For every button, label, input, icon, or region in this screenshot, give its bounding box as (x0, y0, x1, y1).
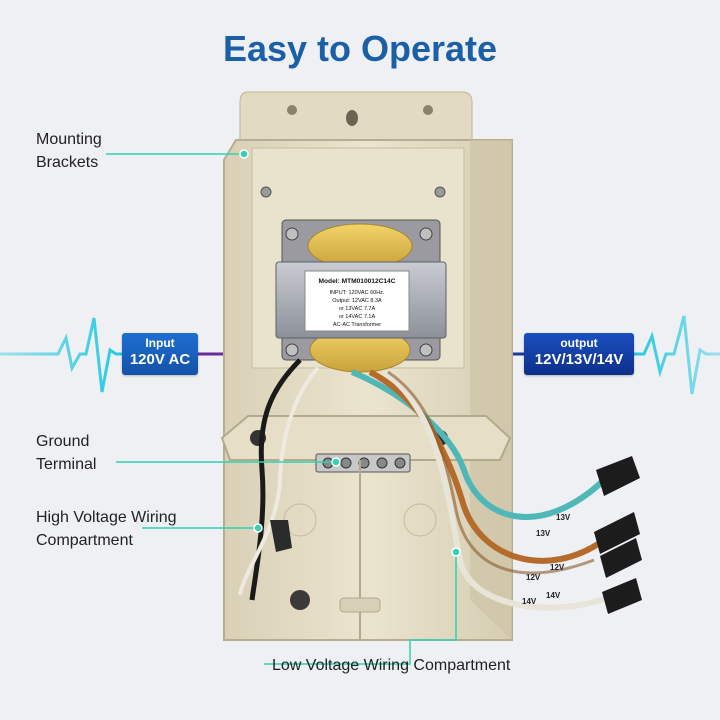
wire-nut (600, 538, 642, 578)
high-voltage-label: High Voltage Wiring Compartment (36, 506, 177, 552)
transformer-spec-line: or 14VAC 7.1A (339, 314, 376, 320)
wire-tag: 13V (556, 513, 571, 522)
input-badge-title: Input (145, 336, 175, 350)
label-line: Ground (36, 433, 90, 450)
output-badge-title: output (560, 336, 598, 350)
keyhole-slot (346, 110, 358, 126)
transformer-spec-line: or 13VAC 7.7A (339, 306, 376, 312)
input-badge: Input 120V AC (122, 333, 198, 375)
input-pulse-line (0, 317, 122, 393)
white-input-wire (238, 366, 320, 596)
transformer-model-text: Model: MTM010012C14C (319, 278, 396, 285)
ground-terminal-label: Ground Terminal (36, 430, 96, 476)
wire-tag: 12V (550, 563, 565, 572)
wire-tag: 14V (546, 591, 561, 600)
wire-tag: 14V (522, 597, 537, 606)
label-line: Mounting (36, 131, 102, 148)
low-voltage-leader (264, 547, 461, 665)
mounting-hole-right (423, 105, 433, 115)
transformer-spec-line: INPUT: 120VAC 60Hz. (330, 290, 385, 296)
output-badge: output 12V/13V/14V (524, 333, 634, 375)
wire-nut (594, 512, 640, 554)
wire-nut (602, 578, 642, 614)
label-line: Compartment (36, 532, 133, 549)
black-input-wire (249, 358, 302, 601)
label-line: Brackets (36, 154, 99, 171)
mounting-hole-left (287, 105, 297, 115)
white-14v-wire (382, 369, 614, 611)
label-line: Low Voltage Wiring Compartment (272, 657, 511, 674)
label-line: Terminal (36, 456, 97, 473)
transformer-spec-line: AC-AC Transformer (333, 322, 381, 328)
ground-leader (116, 457, 341, 467)
wire-tag: 13V (536, 529, 551, 538)
transformer-spec-label (304, 270, 410, 332)
transformer-spec-line: Output: 12VAC 8.3A (332, 298, 382, 304)
mounting-leader (106, 149, 249, 159)
low-voltage-label: Low Voltage Wiring Compartment (272, 654, 510, 677)
wire-nut (596, 456, 640, 496)
output-pulse-line (634, 315, 720, 395)
mounting-brackets-label: Mounting Brackets (36, 128, 102, 174)
wire-tag: 12V (526, 573, 541, 582)
output-badge-value: 12V/13V/14V (534, 351, 624, 368)
high-voltage-leader (142, 523, 263, 533)
teal-13v-wire (350, 369, 607, 520)
input-badge-value: 120V AC (129, 351, 191, 368)
label-line: High Voltage Wiring (36, 509, 177, 526)
page-title: Easy to Operate (222, 28, 498, 69)
